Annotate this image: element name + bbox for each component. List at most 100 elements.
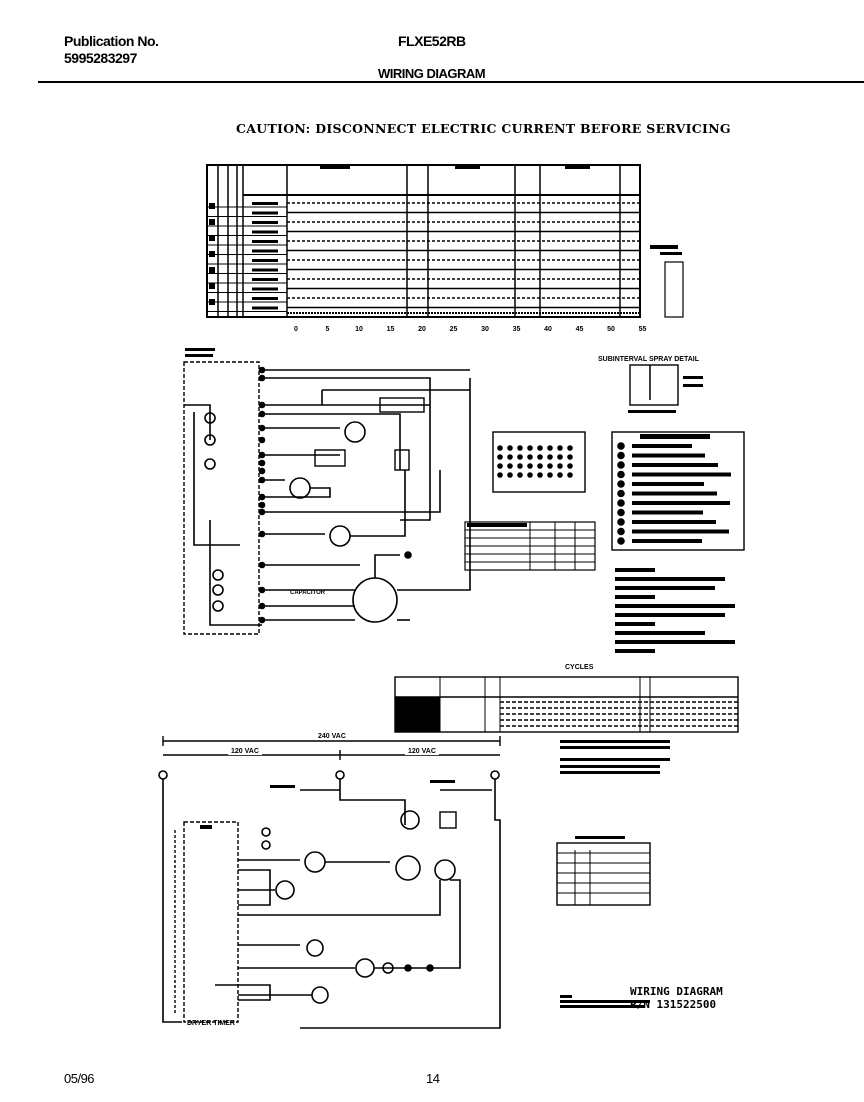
- illegible-label: [252, 221, 278, 224]
- capacitor-label: CAPACITOR: [290, 590, 326, 596]
- switch-contact: [212, 584, 224, 596]
- switch-contact: [204, 434, 216, 446]
- illegible-label: [565, 166, 590, 169]
- timer-contact-pin: [537, 472, 543, 478]
- illegible-label: [560, 758, 670, 761]
- illegible-label: [575, 836, 625, 839]
- illegible-label: [640, 434, 710, 439]
- lid-switch: [379, 397, 425, 413]
- cycles-table: [394, 676, 739, 733]
- illegible-label: [185, 354, 213, 357]
- illegible-label: [252, 268, 278, 272]
- illegible-label: [320, 166, 350, 169]
- illegible-label: [615, 640, 735, 644]
- illegible-label: [615, 577, 725, 581]
- water-valve: [394, 449, 410, 471]
- caution-notice: CAUTION: DISCONNECT ELECTRIC CURRENT BEF…: [236, 121, 731, 136]
- timer-contact-pin: [567, 445, 573, 451]
- illegible-label: [455, 166, 480, 169]
- illegible-label: [632, 482, 704, 486]
- timer-contact-pin: [507, 454, 513, 460]
- cycles-legend-block: [394, 696, 441, 733]
- illegible-label: [632, 491, 717, 496]
- axis-tick-label: 30: [481, 326, 489, 333]
- timer-contact-pin: [507, 445, 513, 451]
- diagram-title: WIRING DIAGRAM: [630, 985, 723, 998]
- dryer-schematic: [158, 736, 650, 1029]
- axis-tick-label: 10: [355, 326, 363, 333]
- timer-contact-pin: [547, 463, 553, 469]
- line-terminal-l1: [158, 770, 168, 780]
- timer-terminal: [258, 467, 266, 475]
- legend-symbol: [617, 451, 625, 460]
- illegible-label: [560, 746, 670, 749]
- wire-spec-table: [556, 842, 651, 906]
- dryer-motor: [395, 855, 421, 881]
- illegible-label: [560, 771, 660, 774]
- dryer-timer-box: [183, 821, 239, 1023]
- timer-contact-pin: [567, 454, 573, 460]
- pump-motor: [329, 525, 351, 547]
- timer-contact-pin: [527, 445, 533, 451]
- illegible-label: [632, 520, 716, 524]
- illegible-label: [270, 785, 295, 788]
- heater-element: [355, 958, 375, 978]
- section-title: WIRING DIAGRAM: [378, 66, 486, 81]
- model-number: FLXE52RB: [398, 33, 466, 49]
- axis-tick-label: 45: [576, 326, 584, 333]
- illegible-label: [209, 267, 215, 273]
- illegible-label: [615, 622, 655, 626]
- wire: [350, 470, 406, 537]
- wire: [209, 520, 262, 626]
- wire: [374, 554, 400, 578]
- thermal-fuse: [439, 811, 457, 829]
- timer-contact-pin: [497, 463, 503, 469]
- wire: [193, 412, 240, 546]
- washer-schematic: [183, 348, 471, 635]
- illegible-label: [683, 384, 703, 387]
- illegible-label: [615, 595, 655, 599]
- legend-symbol: [617, 499, 625, 507]
- illegible-label: [632, 463, 718, 467]
- timer-sequence-chart: [206, 164, 684, 318]
- drive-motor: [304, 851, 326, 873]
- illegible-label: [185, 348, 215, 351]
- axis-tick-label: 25: [450, 326, 458, 333]
- wire: [450, 879, 461, 930]
- timer-contact-pin: [507, 463, 513, 469]
- symbol-legend: [611, 431, 745, 551]
- illegible-label: [209, 235, 215, 241]
- publication-label: Publication No.: [64, 33, 159, 49]
- illegible-label: [632, 539, 702, 543]
- timer-terminal: [258, 459, 266, 467]
- part-number: P/N 131522500: [630, 998, 717, 1011]
- illegible-label: [615, 604, 735, 608]
- illegible-label: [560, 1000, 650, 1003]
- axis-tick-label: 20: [418, 326, 426, 333]
- timer-contact-pin: [557, 454, 563, 460]
- push-to-start: [261, 827, 271, 837]
- illegible-label: [252, 278, 278, 281]
- illegible-label: [209, 219, 215, 225]
- illegible-label: [560, 740, 670, 743]
- wire: [262, 487, 331, 498]
- drive-motor: [352, 577, 398, 623]
- page-number: 14: [426, 1071, 440, 1086]
- timer-contact-pin: [517, 463, 523, 469]
- heater: [306, 939, 324, 957]
- wire: [238, 869, 271, 906]
- illegible-label: [615, 631, 705, 635]
- timer-contact-pin: [517, 454, 523, 460]
- auxiliary-tables: [394, 364, 745, 906]
- safety-thermostat: [311, 986, 329, 1004]
- illegible-label: [628, 410, 676, 413]
- illegible-label: [209, 283, 215, 289]
- illegible-label: [615, 613, 725, 617]
- wire: [262, 413, 401, 470]
- wire: [430, 930, 461, 969]
- cycles-title: CYCLES: [565, 664, 594, 671]
- illegible-label: [252, 306, 278, 310]
- illegible-label: [632, 472, 731, 477]
- illegible-label: [200, 825, 212, 829]
